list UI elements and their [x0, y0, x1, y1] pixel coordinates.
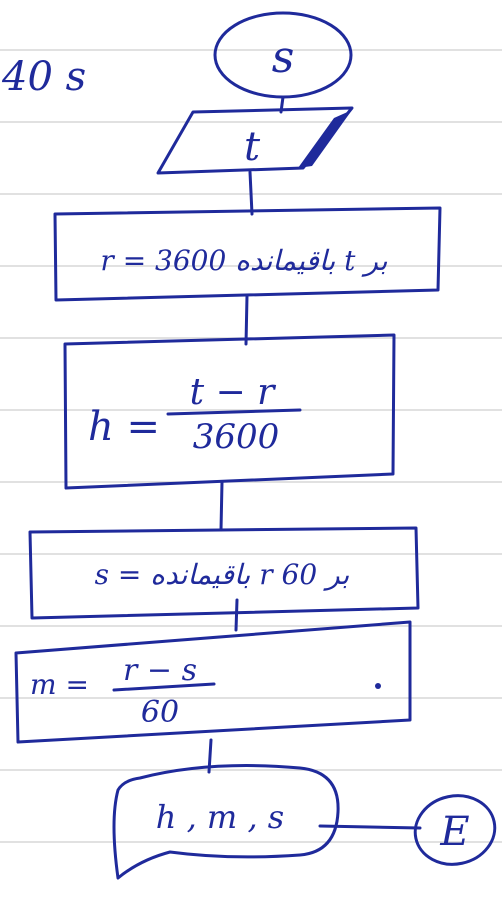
- start-label: s: [272, 32, 295, 83]
- connector-input-step1: [248, 170, 254, 216]
- process-step4-lhs: m =: [30, 668, 89, 701]
- process-step1-text: r = 3600 باقیمانده t بر: [100, 244, 387, 277]
- process-step3-text: s = باقیمانده r بر 60: [95, 558, 350, 591]
- input-shape-shading: [298, 110, 352, 168]
- process-step4-numerator: r − s: [123, 653, 197, 688]
- header-note: 40 s: [1, 54, 86, 100]
- output-label: h , m , s: [156, 798, 284, 836]
- input-label: t: [244, 124, 261, 170]
- process-step2-lhs: h =: [88, 404, 160, 450]
- stray-dot: [375, 683, 381, 689]
- process-step2-numerator: t − r: [190, 372, 277, 413]
- connector-step2-step3: [219, 480, 224, 532]
- output-shape: [112, 764, 340, 880]
- connector-output-end: [318, 824, 422, 830]
- process-step4-denominator: 60: [141, 695, 179, 730]
- input-parallelogram: [156, 106, 354, 175]
- connector-step3-step4: [234, 598, 239, 632]
- end-label: E: [439, 809, 469, 855]
- connector-step1-step2: [244, 294, 249, 346]
- process-step2-denominator: 3600: [193, 417, 280, 457]
- process-step4-box: [14, 620, 412, 744]
- end-terminal: [413, 794, 497, 866]
- process-step3-box: [28, 526, 420, 620]
- process-step2-box: [63, 333, 396, 490]
- process-step1-box: [53, 206, 442, 302]
- process-step4-fraction-bar: [112, 682, 216, 692]
- process-step2-fraction-bar: [166, 408, 302, 416]
